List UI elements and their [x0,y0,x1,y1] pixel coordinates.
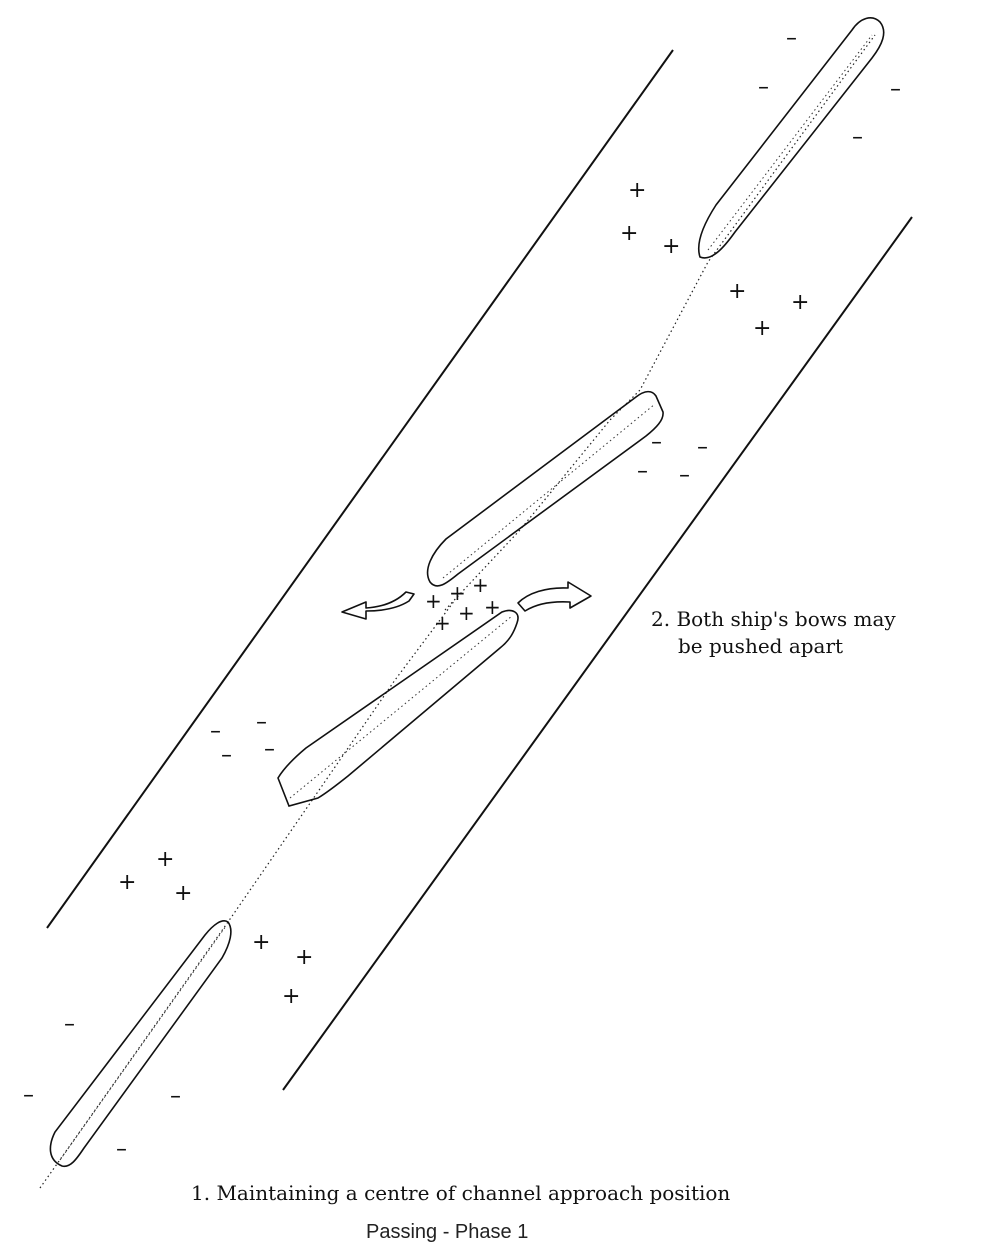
track-line-lower [39,599,456,1189]
pressure-plus: + [156,847,174,872]
pressure-plus: + [791,290,809,315]
pressure-minus: – [116,1137,127,1162]
pressure-minus: – [221,743,232,768]
pressure-plus: + [620,221,638,246]
pressure-minus-group: – – – – – – – – – – – – – – – – [23,26,901,1162]
pressure-minus: – [890,77,901,102]
ship-outline-lower-middle [277,609,519,807]
annotation-bows-pushed-apart-line2: be pushed apart [678,634,844,658]
pressure-minus: – [256,710,267,735]
pressure-minus: – [23,1083,34,1108]
pressure-minus: – [651,430,662,455]
pressure-minus: – [64,1012,75,1037]
pressure-plus: + [484,595,501,619]
pressure-plus: + [295,945,313,970]
pressure-plus: + [449,581,466,605]
channel-bank-left [46,49,674,929]
pressure-plus: + [425,589,442,613]
ship-outline-bottom-left [49,920,232,1168]
pressure-plus: + [282,984,300,1009]
pressure-minus: – [210,719,221,744]
pressure-plus: + [118,870,136,895]
pressure-plus: + [753,316,771,341]
pressure-plus: + [458,601,475,625]
push-apart-arrow-right [517,581,592,612]
pressure-minus: – [679,463,690,488]
pressure-minus: – [852,125,863,150]
pressure-plus: + [434,611,451,635]
annotation-centre-of-channel: 1. Maintaining a centre of channel appro… [191,1181,731,1205]
pressure-plus: + [472,573,489,597]
pressure-plus: + [628,178,646,203]
pressure-plus: + [662,234,680,259]
pressure-minus: – [637,459,648,484]
pressure-plus: + [252,930,270,955]
figure-caption: Passing - Phase 1 [366,1221,529,1243]
channel-bank-right [282,216,913,1091]
pressure-plus-group: + + + + + + + + + + + + + + + + + + [118,178,809,1009]
pressure-plus: + [174,881,192,906]
annotation-bows-pushed-apart-line1: 2. Both ship's bows may [651,607,896,631]
pressure-minus: – [697,435,708,460]
ship-outline-top-right [698,17,885,259]
pressure-minus: – [758,75,769,100]
pressure-minus: – [786,26,797,51]
pressure-minus: – [264,737,275,762]
pressure-plus: + [728,279,746,304]
ship-outline-upper-middle [426,390,664,587]
pressure-minus: – [170,1084,181,1109]
track-line-upper [444,34,876,611]
push-apart-arrow-left [341,591,415,620]
